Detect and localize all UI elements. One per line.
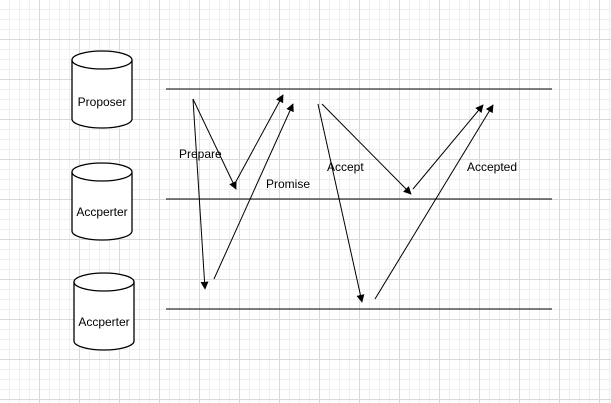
accepted-arrow-acceptor1[interactable] — [412, 104, 484, 190]
prepare-arrow-acceptor1[interactable] — [192, 98, 237, 190]
accept-label: Accept — [327, 160, 364, 174]
accepted-label: Accepted — [467, 160, 517, 174]
proposer-label: Proposer — [78, 95, 127, 109]
accept-arrow-acceptor2[interactable] — [317, 103, 365, 303]
acceptor1-node[interactable]: Accperter — [71, 162, 133, 241]
promise-label: Promise — [266, 177, 310, 191]
acceptor1-label: Accperter — [76, 205, 127, 219]
prepare-arrow-acceptor2[interactable] — [192, 98, 209, 290]
prepare-label: Prepare — [179, 147, 222, 161]
accept-arrow-acceptor1[interactable] — [321, 103, 412, 195]
promise-arrow-acceptor2[interactable] — [213, 103, 294, 280]
acceptor2-node[interactable]: Accperter — [73, 272, 135, 351]
proposer-node[interactable]: Proposer — [71, 50, 133, 129]
acceptor2-label: Accperter — [78, 315, 129, 329]
promise-arrow-acceptor1[interactable] — [232, 94, 284, 188]
accepted-arrow-acceptor2[interactable] — [374, 104, 494, 300]
